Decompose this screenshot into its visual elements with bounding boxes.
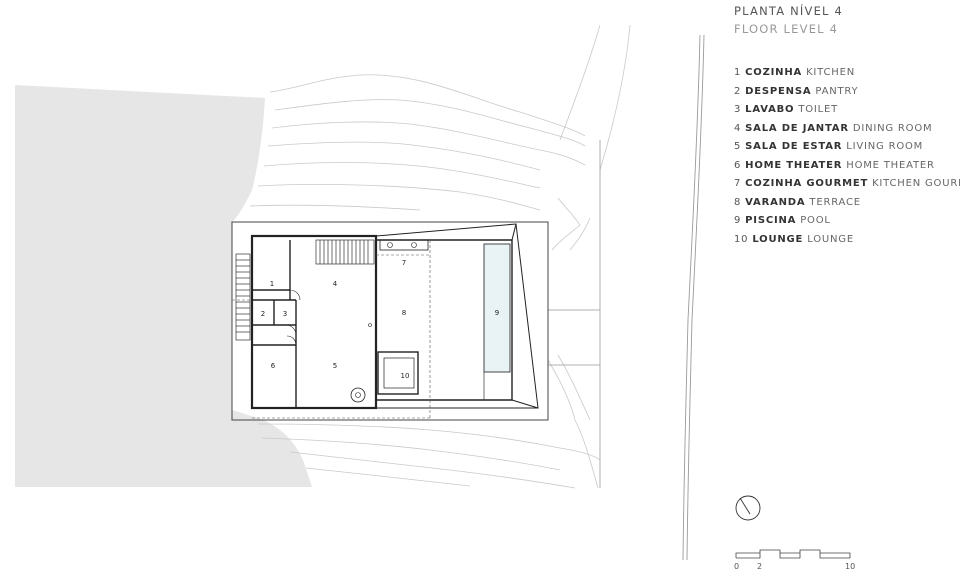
legend-pt-name: COZINHA GOURMET: [745, 178, 869, 189]
legend-en-name: TOILET: [798, 104, 839, 115]
legend-number: 2: [734, 85, 742, 97]
room-label-4: 4: [333, 280, 338, 288]
interior-stair: [315, 239, 375, 265]
legend-number: 3: [734, 104, 742, 115]
pool: [483, 243, 511, 373]
plan-subtitle: FLOOR LEVEL 4: [734, 22, 839, 36]
room-label-1: 1: [270, 280, 274, 288]
terrain-area: [15, 85, 312, 487]
plan-title: PLANTA NÍVEL 4: [734, 4, 844, 18]
room-label-8: 8: [402, 309, 406, 317]
room-label-7: 7: [402, 259, 406, 267]
legend-number: 8: [734, 196, 742, 208]
room-labels: 1 2 3 4 5 6 7 8 9 10: [261, 259, 499, 380]
legend-en-name: HOME THEATER: [846, 159, 935, 171]
contour-lines: [249, 24, 631, 489]
legend-number: 4: [734, 122, 742, 134]
legend-pt-name: DESPENSA: [745, 85, 812, 97]
legend-en-name: KITCHEN: [806, 67, 855, 78]
legend-pt-name: SALA DE JANTAR: [745, 122, 849, 134]
legend-pt-name: VARANDA: [745, 196, 806, 208]
room-label-9: 9: [495, 309, 499, 317]
legend-number: 9: [734, 215, 742, 226]
room-label-5: 5: [333, 362, 337, 370]
legend-en-name: PANTRY: [815, 85, 859, 97]
room-label-10: 10: [401, 372, 410, 380]
legend-en-name: LIVING ROOM: [846, 141, 924, 152]
legend-pt-name: COZINHA: [745, 67, 803, 78]
legend-number: 5: [734, 141, 742, 152]
dashed-lines: [232, 240, 431, 420]
room-label-6: 6: [271, 362, 276, 370]
site-lines: [520, 140, 601, 488]
north-arrow-icon: [735, 495, 761, 521]
scale-label-0: 0: [734, 562, 740, 571]
legend-en-name: DINING ROOM: [852, 122, 933, 134]
legend-pt-name: SALA DE ESTAR: [745, 141, 843, 152]
scale-label-10: 10: [845, 562, 856, 571]
room-label-2: 2: [261, 310, 265, 318]
legend-pt-name: HOME THEATER: [745, 159, 843, 171]
legend-number: 10: [734, 233, 749, 245]
legend-pt-name: PISCINA: [745, 215, 797, 226]
legend-en-name: KITCHEN GOURMET: [872, 178, 960, 189]
legend-pt-name: LOUNGE: [752, 233, 804, 245]
road-edges: [682, 34, 705, 561]
legend-en-name: POOL: [800, 215, 831, 226]
legend-pt-name: LAVABO: [745, 104, 795, 115]
walls: [250, 223, 539, 410]
legend-en-name: TERRACE: [809, 196, 861, 208]
exterior-stair: [235, 253, 251, 341]
legend-number: 6: [734, 159, 742, 171]
legend-number: 7: [734, 178, 742, 189]
scale-bar: [735, 549, 851, 559]
room-label-3: 3: [283, 310, 287, 318]
legend-en-name: LOUNGE: [807, 233, 854, 245]
scale-label-2: 2: [757, 562, 763, 571]
building-outline: [231, 221, 549, 421]
legend-number: 1: [734, 67, 742, 78]
